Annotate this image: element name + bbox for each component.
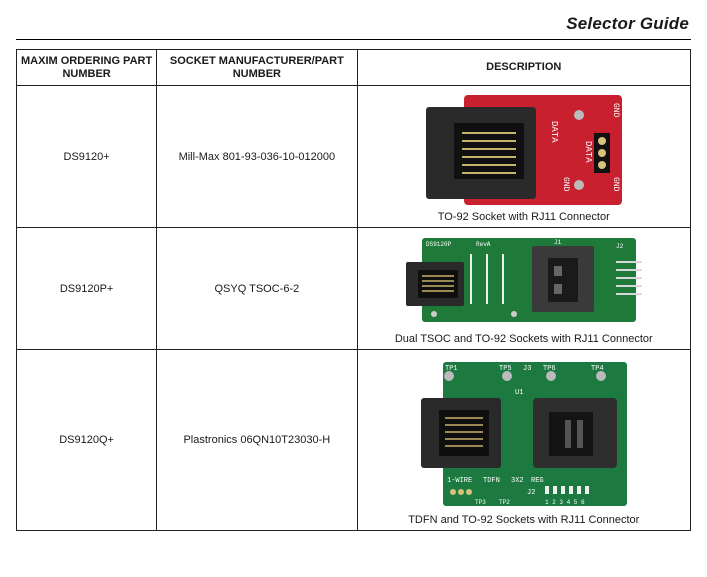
col-header-socket: SOCKET MANUFACTURER/PART NUMBER <box>156 49 358 86</box>
socket-number: QSYQ TSOC-6-2 <box>156 227 358 350</box>
description-cell: TP1 TP5 J3 TP6 TP4 U1 1-WIRE TDFN 3X2 RE… <box>356 349 691 531</box>
table-row: DS9120Q+ Plastronics 06QN10T23030-H <box>15 349 691 531</box>
silk-label: TP1 <box>445 365 458 373</box>
silk-label: U1 <box>515 389 523 397</box>
header-rule <box>16 39 691 40</box>
silk-label: TDFN <box>483 477 500 485</box>
selector-table: MAXIM ORDERING PART NUMBER SOCKET MANUFA… <box>15 49 691 531</box>
silk-label: TP6 <box>543 365 556 373</box>
board-photo-green-tdfn: TP1 TP5 J3 TP6 TP4 U1 1-WIRE TDFN 3X2 RE… <box>420 362 627 506</box>
silk-label: TP4 <box>591 365 604 373</box>
table-header-row: MAXIM ORDERING PART NUMBER SOCKET MANUFA… <box>15 49 691 86</box>
part-number: DS9120P+ <box>15 227 158 350</box>
silk-label: REG <box>531 477 544 485</box>
socket-number: Plastronics 06QN10T23030-H <box>156 349 358 531</box>
silk-label: 1-WIRE <box>447 477 472 485</box>
silk-label: RevA <box>476 241 491 248</box>
table-row: DS9120+ Mill-Max 801-93-036-10-012000 <box>15 85 691 228</box>
description-cell: DATA GND DATA GND GND TO-92 Socket with … <box>356 85 691 228</box>
silk-label: TP2 <box>499 499 510 506</box>
silk-label: GND <box>561 177 570 192</box>
description-caption: TDFN and TO-92 Sockets with RJ11 Connect… <box>408 514 640 526</box>
part-number: DS9120Q+ <box>15 349 158 531</box>
silk-label: DATA <box>549 121 559 143</box>
socket-number: Mill-Max 801-93-036-10-012000 <box>156 85 358 228</box>
silk-label: TP5 <box>499 365 512 373</box>
silk-label: J2 <box>527 489 535 497</box>
silk-label: TP3 <box>475 499 486 506</box>
silk-label: J2 <box>616 243 624 250</box>
board-photo-red: DATA GND DATA GND GND <box>425 95 622 205</box>
table-row: DS9120P+ QSYQ TSOC-6-2 <box>15 227 691 350</box>
silk-label: J3 <box>523 365 531 373</box>
silk-label: 3X2 <box>511 477 524 485</box>
board-photo-green-tsoc: DS9120P RevA J1 J2 <box>405 238 642 322</box>
col-header-description: DESCRIPTION <box>356 49 691 86</box>
silk-label: GND <box>611 177 620 192</box>
description-caption: Dual TSOC and TO-92 Sockets with RJ11 Co… <box>394 333 653 345</box>
silk-label: J1 <box>554 239 562 246</box>
description-caption: TO-92 Socket with RJ11 Connector <box>437 211 610 223</box>
silk-label: DATA <box>583 141 593 163</box>
silk-label: 1 2 3 4 5 6 <box>545 499 585 506</box>
description-cell: DS9120P RevA J1 J2 Dual TSOC and TO-92 S… <box>356 227 691 350</box>
col-header-part: MAXIM ORDERING PART NUMBER <box>15 49 158 86</box>
page-title: Selector Guide <box>566 14 689 33</box>
part-number: DS9120+ <box>15 85 158 228</box>
silk-label: DS9120P <box>426 241 452 248</box>
silk-label: GND <box>611 103 620 118</box>
